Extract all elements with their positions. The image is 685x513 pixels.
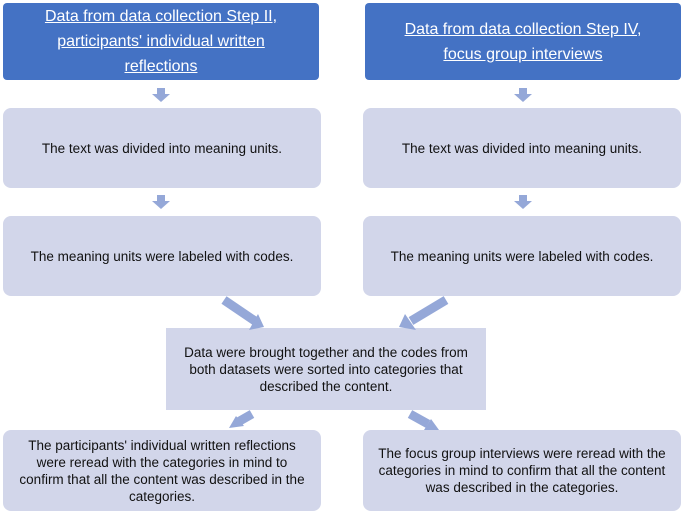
right-step2-box: The meaning units were labeled with code… xyxy=(363,216,681,296)
merge-box: Data were brought together and the codes… xyxy=(166,328,486,410)
arrow-head-bottom-left xyxy=(229,416,244,428)
right-step2-text: The meaning units were labeled with code… xyxy=(390,248,654,264)
merge-line-3: described the content. xyxy=(259,378,393,394)
right-step1-text: The text was divided into meaning units. xyxy=(401,140,643,156)
arrow-right-header-to-step1 xyxy=(514,88,532,102)
left-header-line-1: Data from data collection Step II, xyxy=(44,8,278,25)
bottom-left-line-2: were reread with the categories in mind … xyxy=(36,454,288,470)
bottom-right-line-3: was described in the categories. xyxy=(425,480,619,495)
left-step1-box: The text was divided into meaning units. xyxy=(3,108,321,188)
right-header-box: Data from data collection Step IV, focus… xyxy=(365,3,681,80)
right-header-line-1: Data from data collection Step IV, xyxy=(404,20,642,38)
bottom-left-line-3: confirm that all the content was describ… xyxy=(19,471,305,487)
arrow-right-step1-to-step2 xyxy=(514,195,532,209)
arrow-head-right-merge xyxy=(399,314,416,330)
arrow-left-step2-to-merge xyxy=(221,296,258,325)
merge-line-1: Data were brought together and the codes… xyxy=(184,344,468,360)
right-step1-box: The text was divided into meaning units. xyxy=(363,108,681,188)
bottom-right-box: The focus group interviews were reread w… xyxy=(363,430,681,511)
arrow-head-bottom-right xyxy=(424,419,439,430)
bottom-left-box: The participants' individual written ref… xyxy=(3,430,321,511)
left-header-line-2: participants' individual written xyxy=(57,33,265,50)
arrow-head-left-merge xyxy=(249,314,264,330)
bottom-right-line-1: The focus group interviews were reread w… xyxy=(378,446,666,461)
arrow-left-header-to-step1 xyxy=(152,88,170,102)
arrow-left-step1-to-step2 xyxy=(152,195,170,209)
arrow-right-step2-to-merge xyxy=(408,296,449,325)
left-header-box: Data from data collection Step II, parti… xyxy=(3,3,319,80)
merge-line-2: both datasets were sorted into categorie… xyxy=(189,361,463,377)
left-step2-text: The meaning units were labeled with code… xyxy=(30,248,294,264)
bottom-left-line-1: The participants' individual written ref… xyxy=(28,437,296,453)
left-step1-text: The text was divided into meaning units. xyxy=(41,140,283,156)
left-header-line-3: reflections xyxy=(124,58,198,75)
bottom-left-line-4: categories. xyxy=(128,488,196,504)
bottom-right-line-2: categories in mind to confirm that all t… xyxy=(378,463,666,478)
left-step2-box: The meaning units were labeled with code… xyxy=(3,216,321,296)
arrow-merge-to-bottom-left xyxy=(235,410,255,426)
right-header-line-2: focus group interviews xyxy=(443,45,603,63)
arrow-merge-to-bottom-right xyxy=(407,410,431,428)
